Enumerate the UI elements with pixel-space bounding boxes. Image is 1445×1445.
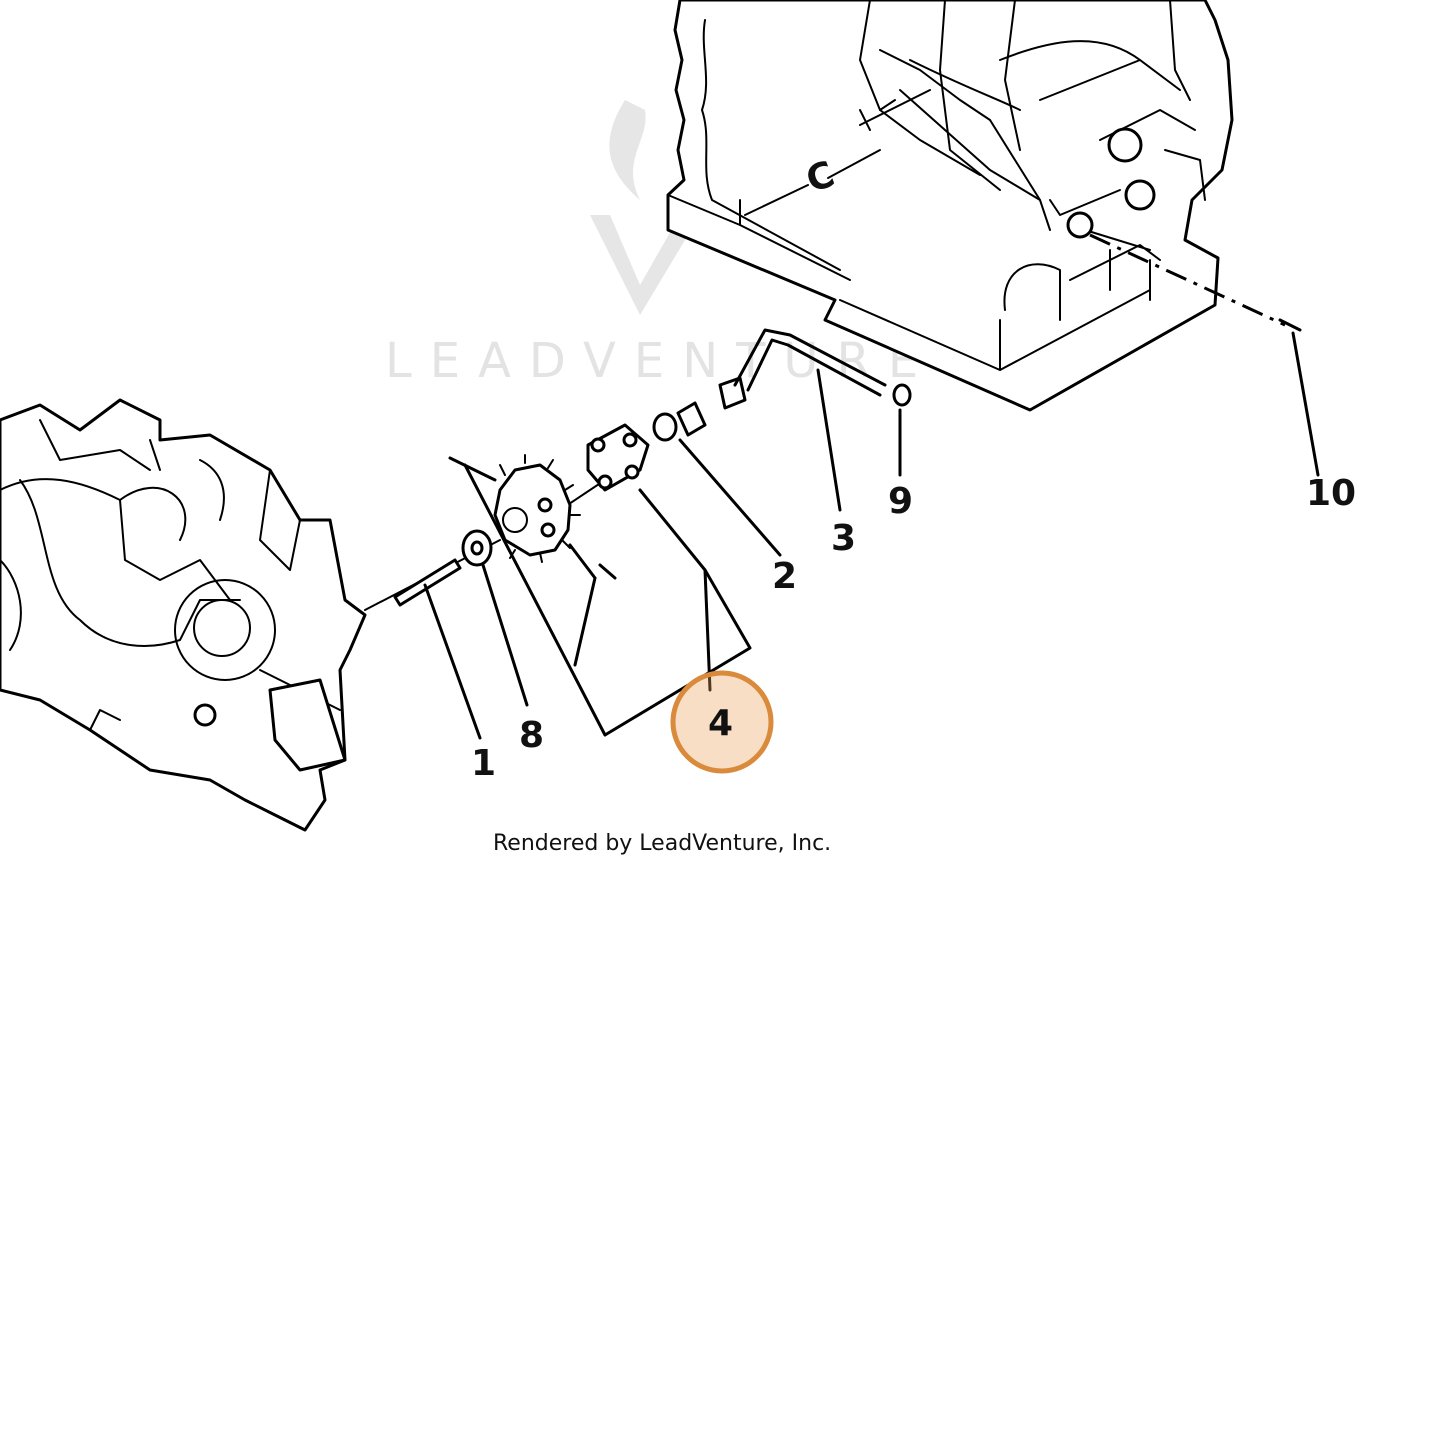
part-8-washer	[461, 529, 493, 567]
callout-2[interactable]: 2	[772, 556, 797, 597]
part-2-washer	[652, 401, 707, 442]
part-4-pump-body	[586, 423, 650, 492]
part-4-gear	[493, 454, 581, 563]
part-3-tube	[718, 328, 887, 410]
callout-10[interactable]: 10	[1306, 473, 1356, 514]
part-4-screws	[448, 456, 617, 580]
callout-8[interactable]: 8	[519, 715, 544, 756]
part-9-washer	[892, 383, 912, 407]
leadventure-logo-icon	[590, 100, 700, 315]
callout-3[interactable]: 3	[831, 518, 856, 559]
callout-labels: 1 2 3 4 8 9 10	[471, 473, 1356, 784]
callout-1[interactable]: 1	[471, 743, 496, 784]
callout-4-highlight[interactable]	[670, 670, 774, 774]
credit-text: Rendered by LeadVenture, Inc.	[493, 831, 831, 856]
part-1-pin	[393, 558, 462, 607]
watermark: LEADVENTURE	[385, 100, 936, 389]
transmission-housing: C	[666, 0, 1234, 412]
watermark-text: LEADVENTURE	[385, 333, 936, 389]
pump-housing	[0, 398, 367, 832]
leader-lines	[423, 331, 1320, 740]
callout-4[interactable]: 4	[708, 703, 733, 744]
callout-9[interactable]: 9	[888, 481, 913, 522]
